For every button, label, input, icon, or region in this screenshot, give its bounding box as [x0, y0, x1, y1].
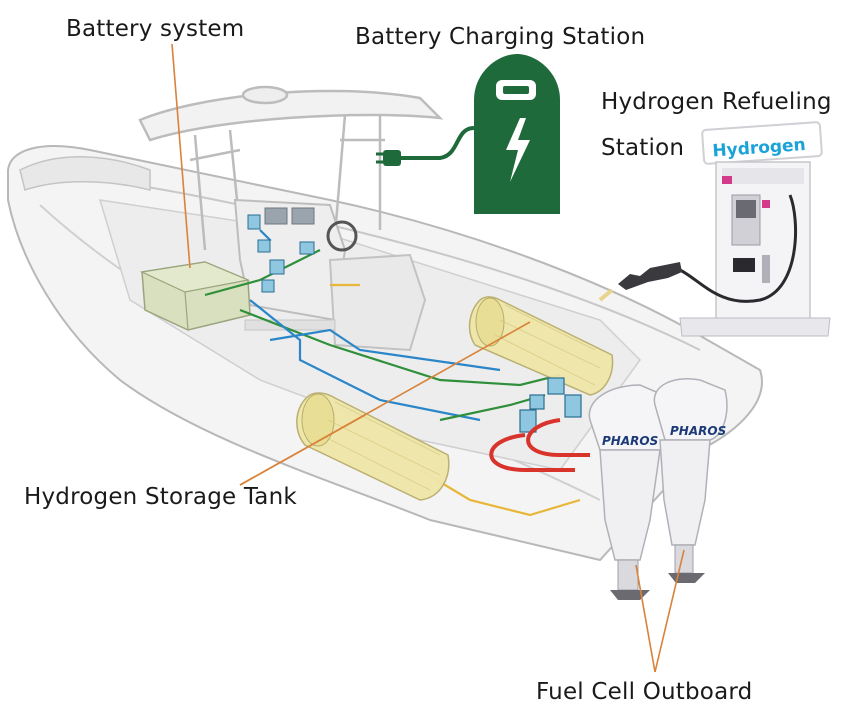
refueling-station-label-line2: Station: [601, 135, 685, 161]
storage-tank-label: Hydrogen Storage Tank: [24, 484, 297, 510]
hydrogen-refueling-station: Hydrogen: [598, 121, 831, 337]
refueling-station-label-line1: Hydrogen Refueling: [601, 89, 832, 115]
battery-charging-station: [376, 54, 560, 214]
fuel-cell-outboard-label: Fuel Cell Outboard: [536, 679, 753, 705]
lightning-icon: [506, 118, 530, 182]
t-top: [138, 85, 444, 251]
battery-pack: [139, 261, 251, 331]
fuel-cell-outboard-left: PHAROS: [588, 384, 678, 600]
hydrogen-tank-front: [296, 392, 450, 501]
fuel-cell-outboard-right: PHAROS: [653, 378, 728, 583]
leader-lines: [171, 43, 685, 673]
helm-components: [247, 214, 315, 293]
wiring: [204, 229, 581, 517]
outboard-brand-label: PHAROS: [670, 424, 726, 438]
helm-console: [233, 198, 427, 352]
fuel-cell-piping: [489, 418, 590, 472]
plug-icon: [383, 150, 401, 166]
hydrogen-valves: [519, 377, 582, 433]
hydrogen-tank-rear: [468, 296, 614, 396]
battery-system-label: Battery system: [66, 16, 245, 42]
charging-station-label: Battery Charging Station: [355, 24, 646, 50]
fuel-nozzle-icon: [618, 262, 682, 290]
outboard-brand-label: PHAROS: [602, 434, 658, 448]
